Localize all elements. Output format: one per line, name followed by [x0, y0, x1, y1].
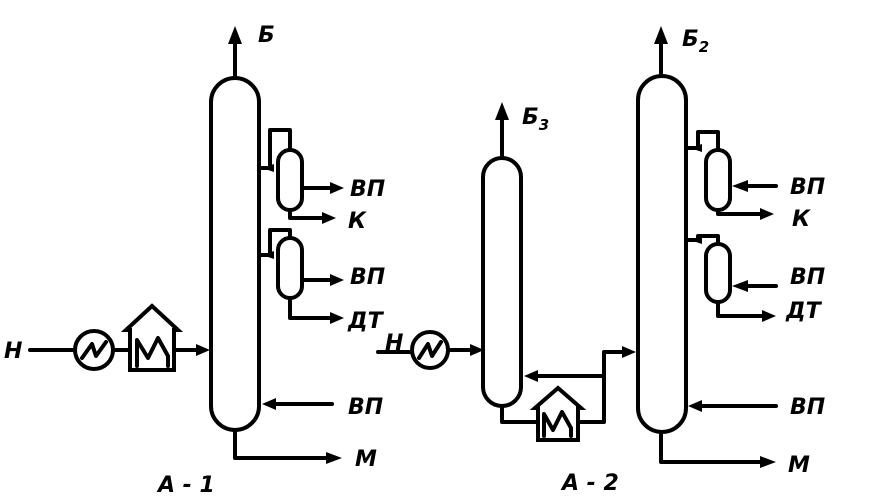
arrow-left-icon	[262, 164, 274, 172]
furnace-icon	[120, 303, 184, 372]
unit-a2: Б3 Н Б2 ВП К	[376, 26, 825, 496]
stripper-2-a1	[276, 236, 304, 300]
arrow-left-icon	[688, 400, 702, 412]
label-feed-a1: Н	[4, 339, 22, 364]
arrow-right-icon	[326, 452, 342, 464]
arrow-left-icon	[262, 398, 276, 410]
main-column-a1	[209, 76, 261, 432]
arrow-right-icon	[330, 274, 344, 286]
label-top-product-a1: Б	[258, 23, 275, 48]
stripper-1-a2	[704, 148, 732, 212]
label-top-product-b3-sub: 3	[539, 116, 549, 134]
arrow-right-icon	[760, 456, 776, 468]
kerosene-line	[288, 208, 324, 220]
arrow-right-icon	[322, 212, 336, 224]
main-column-a2	[636, 74, 688, 434]
label-unit-a1: А - 1	[156, 473, 215, 498]
label-kerosene-a1: К	[348, 209, 367, 234]
arrow-up-icon	[654, 26, 668, 44]
label-diesel-a2: ДТ	[785, 299, 823, 324]
label-residue-a2: М	[788, 453, 810, 478]
arrow-left-icon	[690, 236, 702, 244]
stripper-1-a1	[276, 148, 304, 212]
heat-exchanger-coil	[80, 340, 108, 360]
diesel-line-a2	[716, 300, 764, 318]
furnace-coil	[542, 410, 573, 438]
diesel-line	[288, 296, 332, 320]
arrow-right-icon	[196, 344, 210, 356]
residue-line-a2	[659, 430, 762, 464]
furnace-icon	[529, 385, 587, 442]
furnace-coil	[135, 336, 170, 368]
label-top-product-b3: Б3	[522, 105, 549, 134]
arrow-left-icon	[524, 370, 538, 382]
arrow-right-icon	[762, 310, 776, 322]
arrow-left-icon	[732, 180, 748, 192]
arrow-right-icon	[470, 344, 484, 356]
label-feed-a2: Н	[385, 331, 403, 356]
label-steam-2: ВП	[350, 265, 385, 290]
arrow-right-icon	[760, 208, 774, 220]
kerosene-line-a2	[716, 208, 762, 216]
arrow-left-icon	[690, 144, 702, 152]
arrow-right-icon	[330, 182, 344, 194]
label-steam-1: ВП	[350, 177, 385, 202]
stripper-2-a2	[704, 242, 732, 304]
label-top-product-b2-sub: 2	[699, 38, 709, 56]
arrow-up-icon	[228, 26, 242, 44]
label-steam-a2-2: ВП	[790, 265, 825, 290]
label-kerosene-a2: К	[792, 207, 811, 232]
topping-column-a2	[481, 156, 523, 408]
label-unit-a2: А - 2	[560, 471, 619, 496]
arrow-left-icon	[262, 251, 274, 259]
label-diesel-a1: ДТ	[347, 309, 385, 334]
label-steam-bottom-a1: ВП	[348, 395, 383, 420]
label-top-product-b2-main: Б	[682, 27, 699, 52]
heat-exchanger-coil	[417, 340, 443, 360]
arrow-right-icon	[622, 346, 636, 358]
label-top-product-b3-main: Б	[522, 105, 539, 130]
furnace-outlet-line-a2	[576, 350, 624, 424]
arrow-right-icon	[330, 312, 344, 324]
label-residue-a1: М	[355, 447, 377, 472]
residue-line-a1	[233, 428, 328, 460]
bottoms-line-a2	[500, 404, 540, 424]
unit-a1: Б ВП К ВП ДТ ВП М Н	[4, 23, 385, 498]
arrow-up-icon	[495, 102, 509, 120]
label-top-product-b2: Б2	[682, 27, 709, 56]
label-steam-a2-1: ВП	[790, 175, 825, 200]
arrow-left-icon	[732, 280, 748, 292]
label-steam-bottom-a2: ВП	[790, 395, 825, 420]
